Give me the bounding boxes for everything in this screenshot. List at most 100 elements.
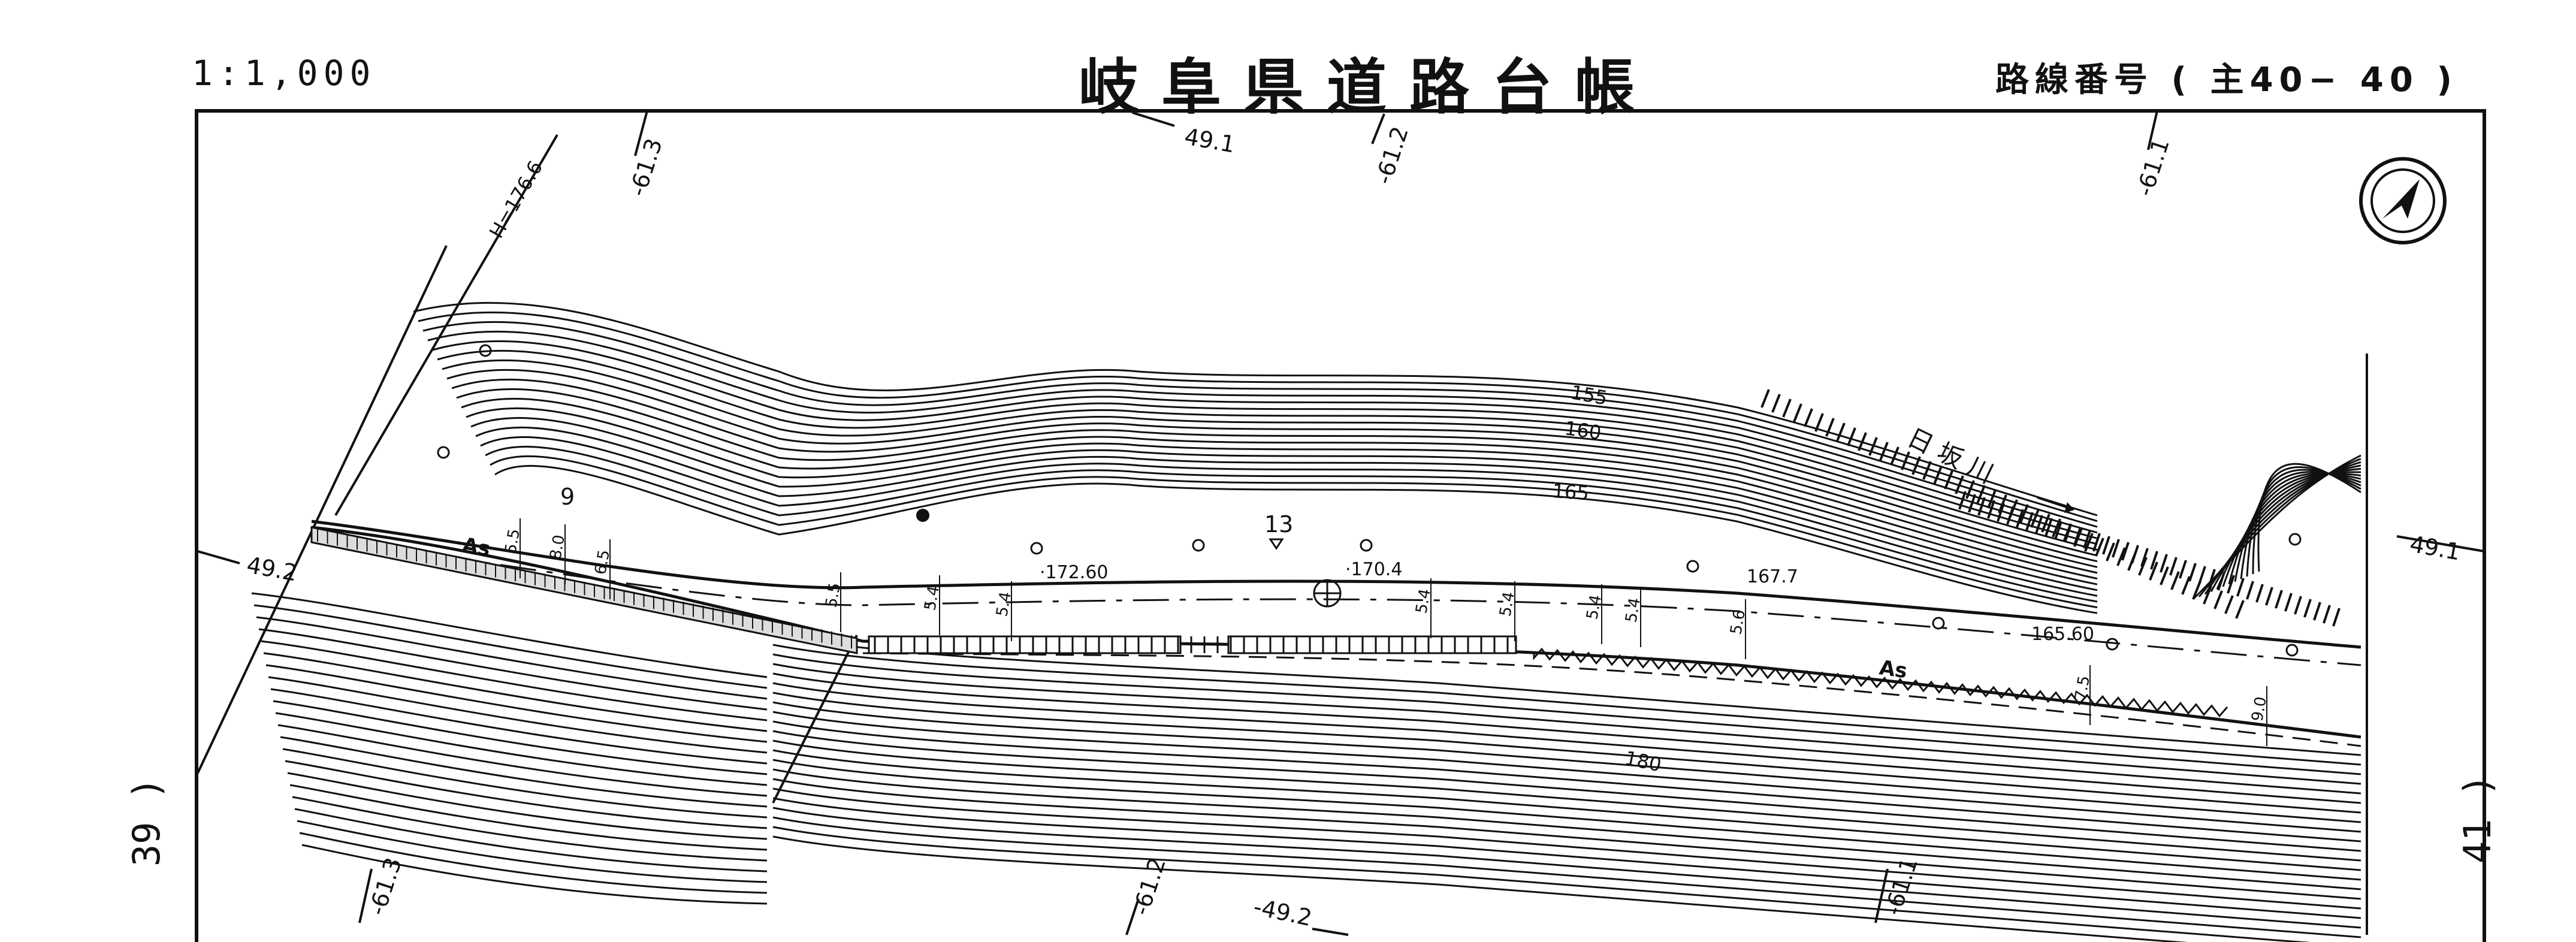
spot-height-group: ·172.60 ·170.4 167.7 165.60 xyxy=(1040,559,2094,645)
grid-label-top-4: -61.1 xyxy=(2131,135,2175,200)
contour-line xyxy=(275,712,2361,852)
river-hatch-tick xyxy=(1858,432,1867,451)
contour-line xyxy=(301,835,2182,942)
grid-label-bottom-3: -49.2 xyxy=(1251,893,1314,931)
river-hatch-tick xyxy=(2073,527,2082,546)
river-hatch-tick xyxy=(2284,593,2293,612)
grid-label-right: 49.1 xyxy=(2408,531,2462,566)
spot-height-4: 165.60 xyxy=(2031,624,2094,645)
river-hatch-tick xyxy=(2294,596,2302,615)
contour-label-h176: H=176.6 xyxy=(485,157,547,242)
contour-line xyxy=(442,359,2098,551)
contour-line xyxy=(437,349,2098,545)
river-hatch-tick xyxy=(2227,575,2235,594)
river-hatch-tick xyxy=(2236,578,2245,597)
grid-label-bottom-1: -61.3 xyxy=(364,855,407,919)
river-hatch-tick xyxy=(2054,521,2062,540)
contour-line xyxy=(475,426,2098,591)
spot-height-2: ·170.4 xyxy=(1345,559,1402,580)
contour-line xyxy=(251,592,2361,756)
grid-label-bottom-2: -61.2 xyxy=(1128,855,1171,919)
river-hatch-tick xyxy=(1955,475,1964,494)
contour-lines-upper xyxy=(413,301,2098,614)
marker-13: 13 xyxy=(1264,511,1293,538)
contour-line xyxy=(261,640,2361,795)
river-hatch-tick xyxy=(2170,571,2180,590)
river-hatch-tick xyxy=(1814,413,1824,432)
river-hatch-tick xyxy=(1976,485,1986,504)
river-hatch-tick xyxy=(2083,530,2091,549)
grid-label-top-1: -61.3 xyxy=(624,135,668,200)
river-hatch-tick xyxy=(2140,548,2149,567)
river-hatch-tick xyxy=(1825,418,1835,437)
river-hatch-tick xyxy=(2041,514,2050,533)
river-hatch-tick xyxy=(2106,542,2115,561)
river-hatch-tick xyxy=(2332,608,2341,627)
river-hatch-tick xyxy=(2198,566,2206,585)
river-hatch-tick xyxy=(1922,461,1932,480)
contour-line xyxy=(2222,471,2361,587)
contour-line xyxy=(277,724,2361,862)
river-bank-hatching xyxy=(1760,389,2341,627)
river-hatch-tick xyxy=(2092,533,2101,552)
river-hatch-tick xyxy=(2102,536,2110,555)
river-hatch-tick xyxy=(2265,587,2273,606)
road xyxy=(310,520,2361,747)
survey-lines xyxy=(197,134,858,804)
river-hatch-tick xyxy=(1901,451,1910,470)
river-hatch-tick xyxy=(2275,590,2283,609)
river-hatch-tick xyxy=(2016,509,2024,528)
map-frame xyxy=(195,109,2486,942)
river-hatch-tick xyxy=(1965,480,1975,499)
contour-line xyxy=(485,445,2098,603)
river-hatch-tick xyxy=(1760,389,1770,408)
river-hatch-tick xyxy=(2235,600,2245,619)
river-hatch-tick xyxy=(2150,551,2158,570)
contour-line xyxy=(427,330,2098,534)
route-number: 路線番号 ( 主40− 40 ) xyxy=(1995,61,2458,99)
survey-point-filled xyxy=(916,509,929,522)
marker-group: 9 13 xyxy=(560,484,1293,538)
contour-line xyxy=(494,464,2098,614)
contour-line xyxy=(292,796,2361,919)
river-hatch-tick xyxy=(2217,572,2225,591)
river-hatch-tick xyxy=(2149,561,2158,581)
river-hatch-tick xyxy=(1977,497,1986,516)
river-hatch-tick xyxy=(1911,456,1921,475)
river-hatch-tick xyxy=(2303,599,2312,618)
map-scale: 1:1,000 xyxy=(192,53,376,93)
contour-line xyxy=(480,436,2098,597)
contour-line xyxy=(253,604,2361,766)
contour-label-180: 180 xyxy=(1623,747,1663,777)
river-hatch-tick xyxy=(2019,504,2029,523)
triangle-marker-icon xyxy=(1269,538,1284,550)
contour-line xyxy=(258,628,2361,785)
contour-line xyxy=(470,416,2098,585)
contour-line xyxy=(466,407,2098,580)
surface-label-1: As xyxy=(460,533,492,561)
contour-line xyxy=(297,816,2361,938)
contour-line xyxy=(285,760,2361,890)
river-hatch-tick xyxy=(2121,542,2130,561)
contour-line xyxy=(263,652,2361,804)
contour-label-group: 155 160 165 180 H=176.6 xyxy=(485,157,1663,777)
river-hatch-tick xyxy=(2169,557,2178,576)
contour-line xyxy=(287,772,2361,900)
contour-line xyxy=(273,700,2361,843)
river-hatch-tick xyxy=(2025,512,2034,531)
contour-label-165: 165 xyxy=(1551,479,1590,505)
contour-line xyxy=(2257,463,2361,572)
river-hatch-tick xyxy=(1836,422,1846,442)
river-hatch-tick xyxy=(1804,408,1813,427)
contour-line xyxy=(456,388,2098,568)
river-hatch-tick xyxy=(1997,503,2005,522)
river-hatch-tick xyxy=(2188,563,2197,582)
river-hatch-tick xyxy=(1933,466,1943,485)
river-hatch-tick xyxy=(1782,398,1792,418)
river-hatch-tick xyxy=(2095,538,2104,557)
grid-label-bottom-4: -61.1 xyxy=(1880,855,1923,919)
river-hatch-tick xyxy=(2224,595,2234,614)
contour-line xyxy=(451,378,2098,563)
river-hatch-tick xyxy=(2181,576,2191,595)
river-hatch-tick xyxy=(2006,506,2015,525)
